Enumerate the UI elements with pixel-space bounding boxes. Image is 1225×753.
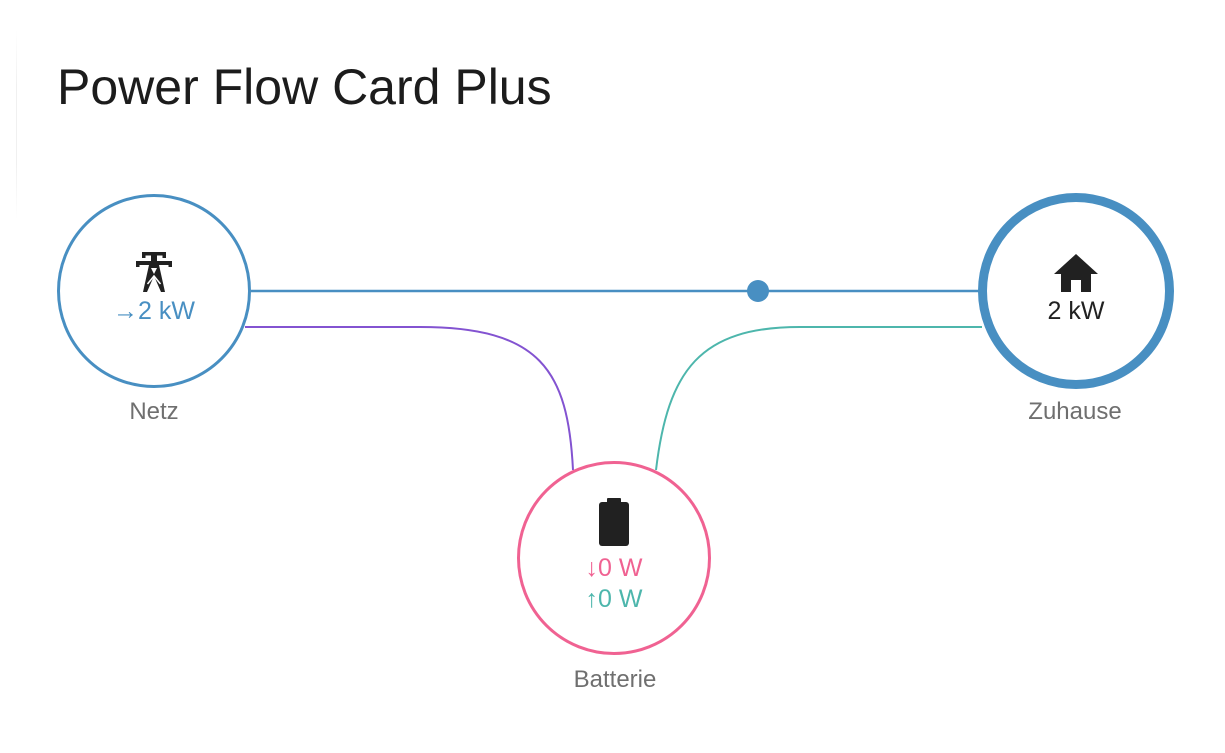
battery-in-value: 0 W — [598, 554, 643, 582]
grid-label: Netz — [129, 398, 179, 425]
battery-out: ↑0 W — [586, 584, 643, 615]
flow-dot-grid-to-home — [747, 280, 769, 302]
arrow-down-icon: ↓ — [585, 554, 599, 582]
arrow-right-icon: → — [113, 296, 139, 325]
home-node[interactable]: 2 kW — [978, 193, 1174, 389]
home-icon — [1052, 252, 1100, 294]
grid-value: →2 kW — [113, 296, 195, 327]
home-power: 2 kW — [1047, 296, 1105, 325]
arrow-up-icon: ↑ — [585, 585, 599, 613]
transmission-tower-icon — [134, 250, 174, 294]
card-title: Power Flow Card Plus — [57, 59, 552, 115]
battery-label: Batterie — [573, 666, 657, 693]
grid-power: 2 kW — [138, 296, 195, 325]
card-border — [16, 30, 17, 220]
battery-out-value: 0 W — [598, 585, 643, 613]
battery-in: ↓0 W — [586, 553, 643, 584]
flow-battery-to-home — [655, 326, 982, 471]
home-label: Zuhause — [1028, 398, 1122, 425]
battery-icon — [597, 497, 631, 547]
battery-node[interactable]: ↓0 W ↑0 W — [517, 461, 711, 655]
flow-grid-to-battery — [245, 326, 574, 471]
grid-node[interactable]: →2 kW — [57, 194, 251, 388]
